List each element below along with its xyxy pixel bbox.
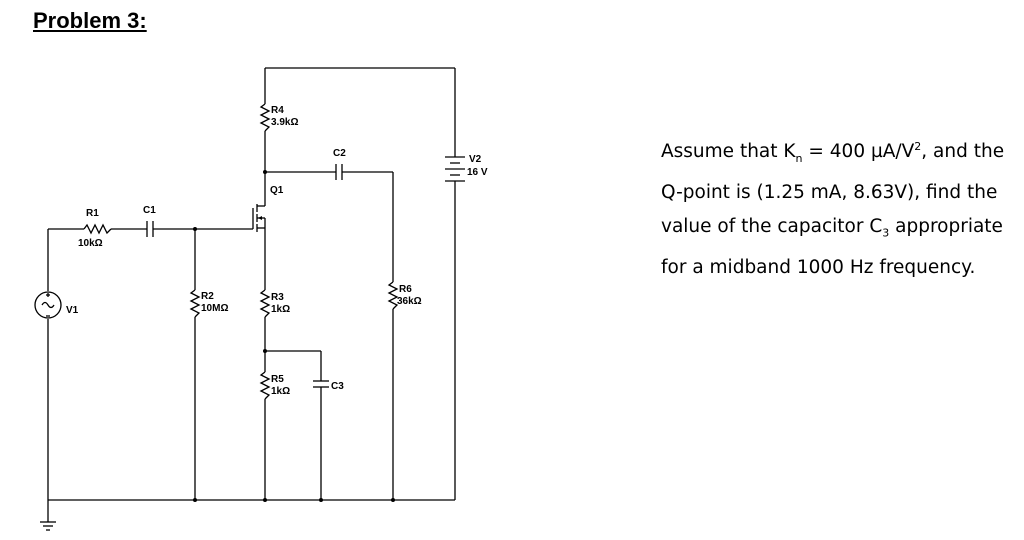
r6-resistor-icon <box>387 281 399 310</box>
r4-resistor-icon <box>259 103 271 132</box>
junction-dots <box>193 170 395 502</box>
v2-battery-icon <box>445 156 465 182</box>
r1-label: R1 <box>86 208 99 219</box>
r3-value: 1kΩ <box>271 304 290 315</box>
c2-label: C2 <box>333 148 346 159</box>
problem-title: Problem 3: <box>33 8 147 33</box>
c3-label: C3 <box>331 381 344 392</box>
c1-label: C1 <box>143 205 156 216</box>
c1-capacitor-icon <box>146 221 154 237</box>
c2-capacitor-icon <box>335 164 343 180</box>
r1-resistor-icon <box>83 223 112 235</box>
q1-label: Q1 <box>270 185 284 196</box>
r4-label: R4 <box>271 105 284 116</box>
v1-ac-source-icon <box>34 291 62 319</box>
r6-label: R6 <box>399 284 412 295</box>
r3-label: R3 <box>271 292 284 303</box>
r5-value: 1kΩ <box>271 386 290 397</box>
c3-capacitor-icon <box>313 380 329 388</box>
r5-resistor-icon <box>259 371 271 400</box>
r3-resistor-icon <box>259 289 271 318</box>
r1-value: 10kΩ <box>78 238 103 249</box>
v1-label: V1 <box>66 305 79 316</box>
r2-value: 10MΩ <box>201 303 228 314</box>
r4-value: 3.9kΩ <box>271 117 298 128</box>
r5-label: R5 <box>271 374 284 385</box>
circuit-diagram: V1 R1 10kΩ C1 R2 10MΩ R4 3.9kΩ Q1 R3 1kΩ <box>34 67 488 531</box>
q1-mosfet-icon <box>252 204 266 232</box>
v2-label: V2 <box>469 154 482 165</box>
ground-icon <box>40 521 56 531</box>
problem-statement: Assume that Kn = 400 µA/V2, and the Q-po… <box>661 140 1005 278</box>
r2-label: R2 <box>201 291 214 302</box>
v2-value: 16 V <box>467 167 488 178</box>
r6-value: 36kΩ <box>397 296 422 307</box>
r2-resistor-icon <box>189 289 201 318</box>
